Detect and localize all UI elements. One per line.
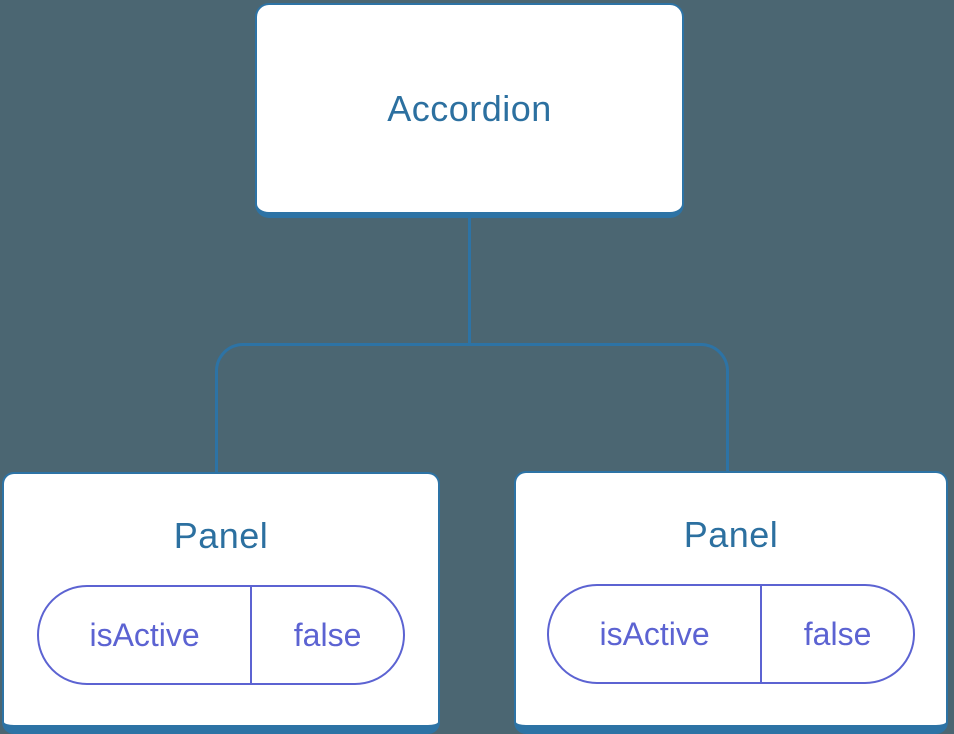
state-key: isActive bbox=[39, 587, 253, 684]
state-pill: isActive false bbox=[547, 584, 915, 685]
panel-node-left: Panel isActive false bbox=[2, 472, 440, 734]
state-value: false bbox=[293, 616, 362, 653]
panel-label: Panel bbox=[683, 514, 779, 555]
state-pill: isActive false bbox=[37, 585, 405, 686]
connector-stem bbox=[468, 216, 471, 344]
accordion-node: Accordion bbox=[255, 3, 684, 218]
panel-label: Panel bbox=[173, 515, 269, 556]
connector-bracket bbox=[215, 343, 729, 472]
accordion-label: Accordion bbox=[387, 87, 552, 129]
state-key: isActive bbox=[549, 586, 763, 683]
panel-node-right: Panel isActive false bbox=[514, 471, 948, 734]
state-value: false bbox=[803, 615, 872, 652]
